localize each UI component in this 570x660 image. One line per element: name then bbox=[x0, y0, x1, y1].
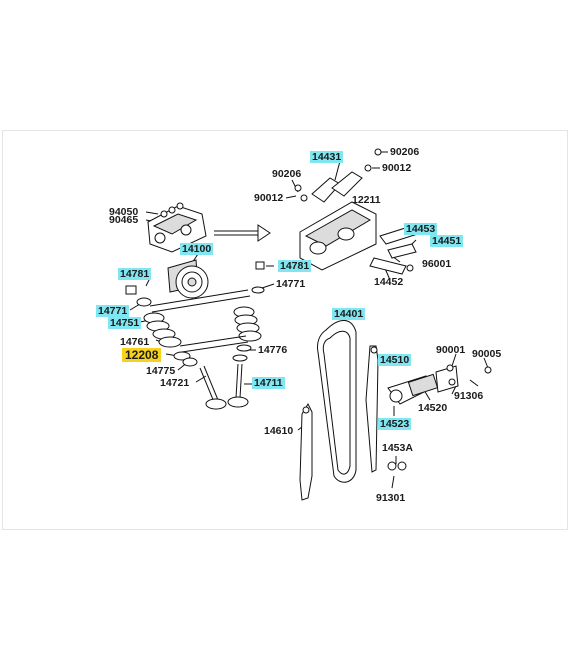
part-label-14401[interactable]: 14401 bbox=[332, 308, 366, 320]
part-label-90465[interactable]: 90465 bbox=[109, 214, 139, 226]
tensioner-assembly bbox=[387, 364, 492, 471]
part-label-14451[interactable]: 14451 bbox=[430, 235, 464, 247]
part-label-14761[interactable]: 14761 bbox=[120, 336, 150, 348]
part-label-90206-left[interactable]: 90206 bbox=[272, 168, 302, 180]
small-parts bbox=[125, 261, 265, 307]
part-label-14771-right[interactable]: 14771 bbox=[276, 278, 306, 290]
part-label-14520[interactable]: 14520 bbox=[418, 402, 448, 414]
timing-chain bbox=[317, 320, 357, 483]
part-label-14510[interactable]: 14510 bbox=[378, 354, 412, 366]
part-label-1453A[interactable]: 1453A bbox=[382, 442, 413, 454]
part-label-14781-right[interactable]: 14781 bbox=[278, 260, 312, 272]
camshaft-sprocket bbox=[167, 259, 209, 299]
part-label-90001[interactable]: 90001 bbox=[436, 344, 466, 356]
part-label-14523[interactable]: 14523 bbox=[378, 418, 412, 430]
part-label-14431[interactable]: 14431 bbox=[310, 151, 344, 163]
part-label-90005[interactable]: 90005 bbox=[472, 348, 502, 360]
head-assembly-small bbox=[147, 202, 207, 253]
part-label-14721[interactable]: 14721 bbox=[160, 377, 190, 389]
tensioner-blade bbox=[365, 345, 379, 473]
part-label-14781-left[interactable]: 14781 bbox=[118, 268, 152, 280]
part-label-12211[interactable]: 12211 bbox=[352, 194, 381, 206]
part-label-90206-top[interactable]: 90206 bbox=[390, 146, 420, 158]
part-label-14775[interactable]: 14775 bbox=[146, 365, 176, 377]
part-label-14776[interactable]: 14776 bbox=[258, 344, 288, 356]
part-label-91301[interactable]: 91301 bbox=[376, 492, 406, 504]
rocker-arm-assembly bbox=[294, 148, 425, 275]
diagram-frame bbox=[2, 130, 568, 530]
part-label-90012-left[interactable]: 90012 bbox=[254, 192, 284, 204]
part-label-91306[interactable]: 91306 bbox=[454, 390, 484, 402]
part-label-90012-right[interactable]: 90012 bbox=[382, 162, 412, 174]
part-label-14711[interactable]: 14711 bbox=[252, 377, 285, 389]
part-label-94050[interactable]: 94050 bbox=[109, 206, 139, 218]
chain-guide bbox=[299, 402, 313, 501]
part-label-14452[interactable]: 14452 bbox=[374, 276, 404, 288]
part-label-96001[interactable]: 96001 bbox=[422, 258, 452, 270]
explode-arrow bbox=[214, 224, 271, 242]
part-label-14100[interactable]: 14100 bbox=[180, 243, 214, 255]
valve-springs bbox=[143, 289, 262, 367]
valves bbox=[199, 363, 249, 410]
part-label-12208-selected[interactable]: 12208 bbox=[122, 348, 162, 362]
part-label-14610[interactable]: 14610 bbox=[264, 425, 294, 437]
part-label-14771-left[interactable]: 14771 bbox=[96, 305, 130, 317]
part-label-14453[interactable]: 14453 bbox=[404, 223, 438, 235]
part-label-14751[interactable]: 14751 bbox=[108, 317, 142, 329]
